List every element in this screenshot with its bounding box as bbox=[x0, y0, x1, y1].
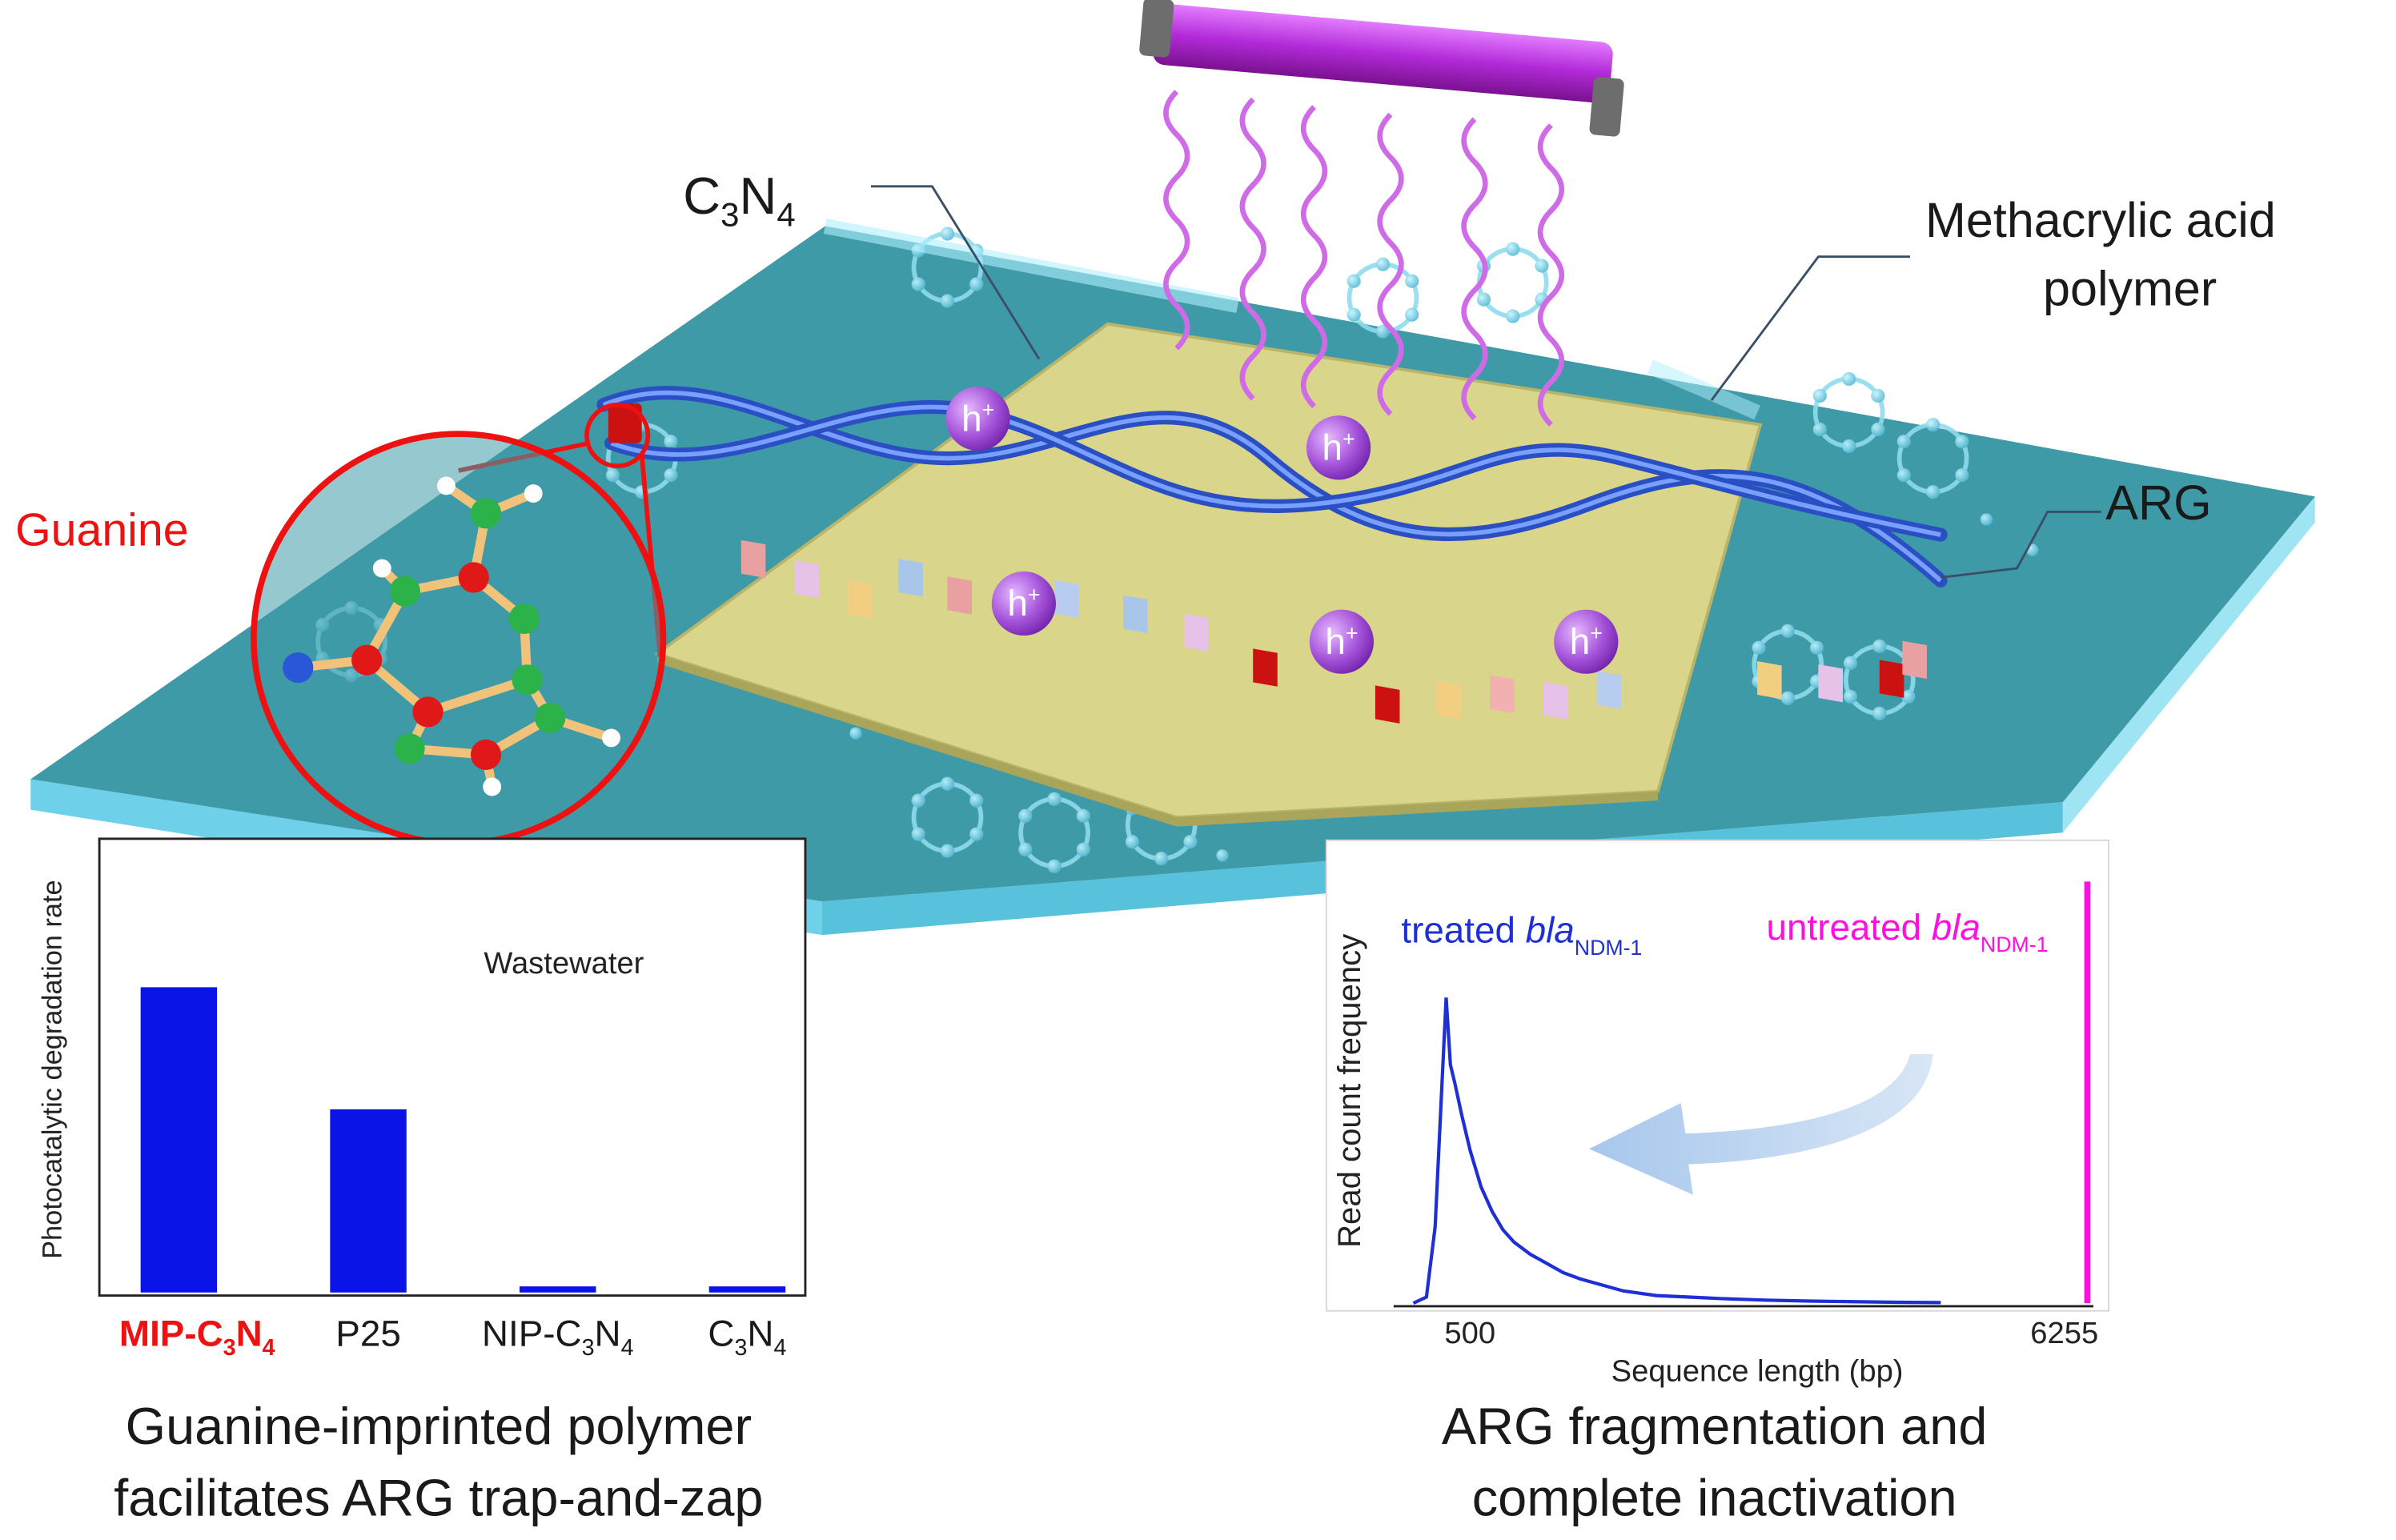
guanine-molecule bbox=[283, 476, 620, 796]
leader-lines bbox=[871, 185, 2101, 579]
bar-category-label: NIP-C3N4 bbox=[482, 1313, 634, 1361]
left-caption-line1: Guanine-imprinted polymer bbox=[126, 1397, 752, 1455]
hole-particle: h+ bbox=[945, 386, 1010, 451]
hole-particle: h+ bbox=[1306, 415, 1371, 480]
x-tick-6255: 6255 bbox=[2030, 1316, 2098, 1350]
x-tick-500: 500 bbox=[1444, 1316, 1495, 1350]
methacrylic-label-line1: Methacrylic acid bbox=[1925, 193, 2276, 247]
bar-3 bbox=[708, 1286, 786, 1293]
hole-particle: h+ bbox=[991, 571, 1056, 636]
treated-series-line bbox=[1412, 997, 1941, 1305]
bar-1 bbox=[330, 1109, 407, 1293]
arg-label: ARG bbox=[2105, 475, 2211, 530]
fragmentation-arrow bbox=[1589, 1054, 1933, 1195]
left-caption-line2: facilitates ARG trap-and-zap bbox=[114, 1468, 763, 1526]
uv-lamp bbox=[1139, 0, 1624, 137]
hole-particle: h+ bbox=[1554, 609, 1619, 674]
right-caption-line1: ARG fragmentation and bbox=[1442, 1397, 1988, 1455]
hole-particle: h+ bbox=[1309, 609, 1375, 674]
bar-category-label: P25 bbox=[335, 1313, 401, 1354]
arg-dna-helix bbox=[596, 386, 1948, 724]
guanine-zoom bbox=[251, 402, 667, 847]
line-chart-ylabel: Read count frequency bbox=[1332, 934, 1367, 1248]
line-chart-xlabel: Sequence length (bp) bbox=[1611, 1354, 1904, 1388]
bar-category-label: MIP-C3N4 bbox=[119, 1313, 275, 1361]
c3n4-label: C3N4 bbox=[683, 166, 795, 233]
bar-2 bbox=[520, 1286, 596, 1293]
bar-chart-ylabel: Photocatalytic degradation rate bbox=[37, 880, 67, 1258]
uv-rays bbox=[1163, 90, 1564, 427]
methacrylic-label-line2: polymer bbox=[2043, 262, 2217, 316]
bar-category-label: C3N4 bbox=[708, 1313, 786, 1361]
c3n4-film bbox=[653, 322, 1763, 820]
guanine-label: Guanine bbox=[15, 504, 188, 555]
bar-chart-panel: Photocatalytic degradation rate Wastewat… bbox=[37, 837, 807, 1361]
bar-0 bbox=[140, 987, 218, 1293]
right-caption-line2: complete inactivation bbox=[1472, 1468, 1957, 1526]
bar-chart-annotation: Wastewater bbox=[484, 946, 644, 981]
line-chart-panel: Read count frequency Sequence length (bp… bbox=[1325, 839, 2110, 1388]
photogenerated-holes: h+ h+ h+ h+ h+ bbox=[945, 386, 1619, 674]
